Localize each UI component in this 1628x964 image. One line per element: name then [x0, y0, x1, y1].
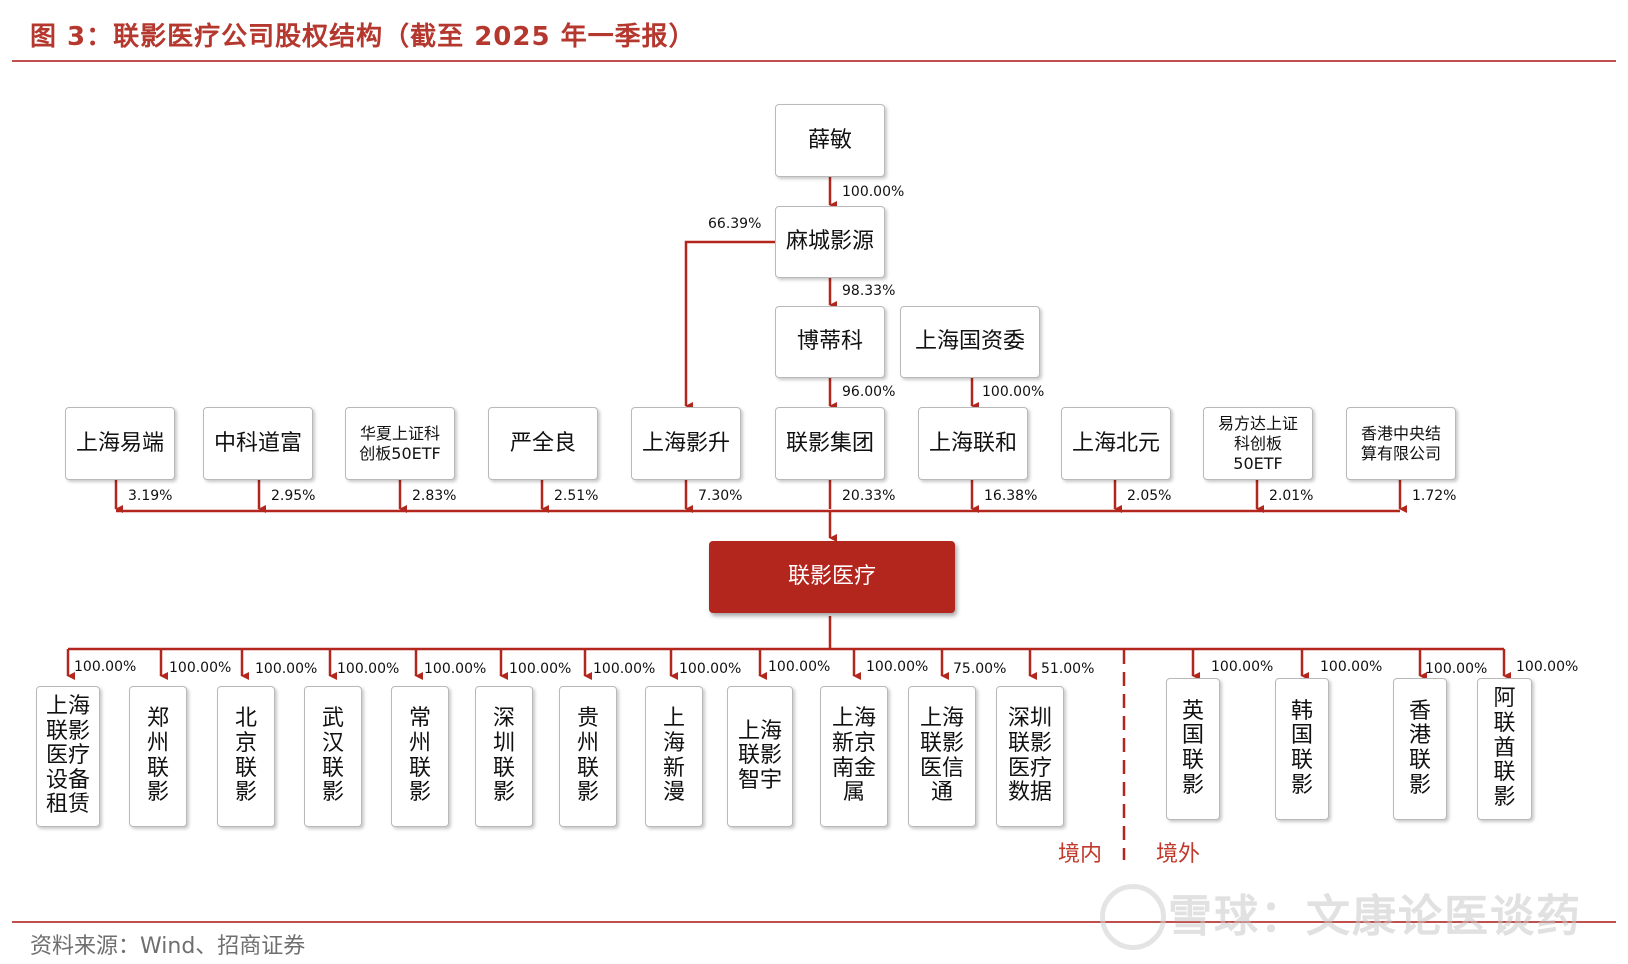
subsidiary-pct: 51.00% — [1041, 661, 1095, 677]
subsidiary-pct: 100.00% — [337, 661, 400, 677]
subsidiary-pct: 100.00% — [1211, 659, 1274, 675]
shareholder-box: 联影集团 — [775, 407, 885, 480]
region-label-domestic: 境内 — [1058, 842, 1103, 867]
subsidiary-box: 香港联影 — [1393, 678, 1447, 820]
subsidiary-box: 郑州联影 — [129, 686, 187, 827]
shareholder-box: 华夏上证科创板50ETF — [345, 407, 455, 480]
subsidiary-pct: 100.00% — [1425, 661, 1488, 677]
source-note: 资料来源：Wind、招商证券 — [30, 934, 306, 959]
title-divider — [12, 60, 1616, 62]
shareholder-pct: 2.95% — [271, 488, 316, 504]
subsidiary-box: 北京联影 — [217, 686, 275, 827]
subsidiary-box: 阿联酋联影 — [1477, 678, 1532, 820]
pct-xue-macheng: 100.00% — [842, 184, 905, 200]
subsidiary-pct: 100.00% — [169, 660, 232, 676]
subsidiary-pct: 100.00% — [509, 661, 572, 677]
subsidiary-pct: 100.00% — [1516, 659, 1579, 675]
owner-macheng: 麻城影源 — [775, 206, 885, 278]
subsidiary-pct: 100.00% — [255, 661, 318, 677]
subsidiary-box: 韩国联影 — [1275, 678, 1329, 820]
link-macheng-yingsheng — [684, 240, 775, 410]
subsidiary-box: 上海联影智宇 — [727, 686, 793, 827]
subsidiary-box: 上海新漫 — [645, 686, 703, 827]
watermark: 雪球：文康论医谈药 — [1168, 891, 1582, 942]
shareholder-box: 上海易端 — [65, 407, 175, 480]
subsidiary-pct: 100.00% — [866, 659, 929, 675]
subsidiary-pct: 100.00% — [593, 661, 656, 677]
subsidiary-box: 上海联影医信通 — [908, 686, 976, 827]
shareholder-box: 香港中央结算有限公司 — [1346, 407, 1456, 480]
shareholder-pct: 16.38% — [984, 488, 1038, 504]
shareholder-pct: 7.30% — [698, 488, 743, 504]
region-label-overseas: 境外 — [1156, 842, 1201, 867]
shareholder-box: 中科道富 — [203, 407, 313, 480]
shareholder-box: 上海影升 — [631, 407, 741, 480]
shareholder-box: 严全良 — [488, 407, 598, 480]
subsidiary-box: 常州联影 — [391, 686, 449, 827]
subsidiary-box: 上海联影医疗设备租赁 — [36, 686, 100, 827]
shareholder-pct: 20.33% — [842, 488, 896, 504]
shareholder-pct: 1.72% — [1412, 488, 1457, 504]
pct-guoziwei-lianhe: 100.00% — [982, 384, 1045, 400]
pct-macheng-bodike: 98.33% — [842, 283, 896, 299]
shareholder-pct: 2.05% — [1127, 488, 1172, 504]
pct-bodike-group: 96.00% — [842, 384, 896, 400]
owner-bodike: 博蒂科 — [775, 306, 885, 378]
shareholder-pct: 2.51% — [554, 488, 599, 504]
subsidiary-box: 武汉联影 — [304, 686, 362, 827]
watermark-logo-icon — [1100, 884, 1166, 950]
subsidiary-box: 深圳联影医疗数据 — [996, 686, 1064, 827]
subsidiary-box: 英国联影 — [1166, 678, 1220, 820]
owner-sh-guoziwei: 上海国资委 — [900, 306, 1040, 378]
subsidiary-pct: 100.00% — [679, 661, 742, 677]
shareholder-box: 上海联和 — [918, 407, 1028, 480]
subsidiary-box: 上海新京南金属 — [820, 686, 888, 827]
figure-title: 图 3：联影医疗公司股权结构（截至 2025 年一季报） — [30, 22, 696, 52]
subsidiary-pct: 100.00% — [424, 661, 487, 677]
shareholder-pct: 2.01% — [1269, 488, 1314, 504]
subsidiary-pct: 100.00% — [74, 659, 137, 675]
shareholder-pct: 2.83% — [412, 488, 457, 504]
footer-divider — [12, 921, 1616, 923]
subsidiary-box: 贵州联影 — [559, 686, 617, 827]
pct-macheng-yingsheng: 66.39% — [708, 216, 762, 232]
company-box: 联影医疗 — [709, 541, 955, 613]
shareholder-pct: 3.19% — [128, 488, 173, 504]
subsidiary-pct: 100.00% — [1320, 659, 1383, 675]
subsidiary-pct: 75.00% — [953, 661, 1007, 677]
subsidiary-box: 深圳联影 — [475, 686, 533, 827]
shareholder-box: 上海北元 — [1061, 407, 1171, 480]
subsidiary-pct: 100.00% — [768, 659, 831, 675]
owner-xuemin: 薛敏 — [775, 104, 885, 177]
